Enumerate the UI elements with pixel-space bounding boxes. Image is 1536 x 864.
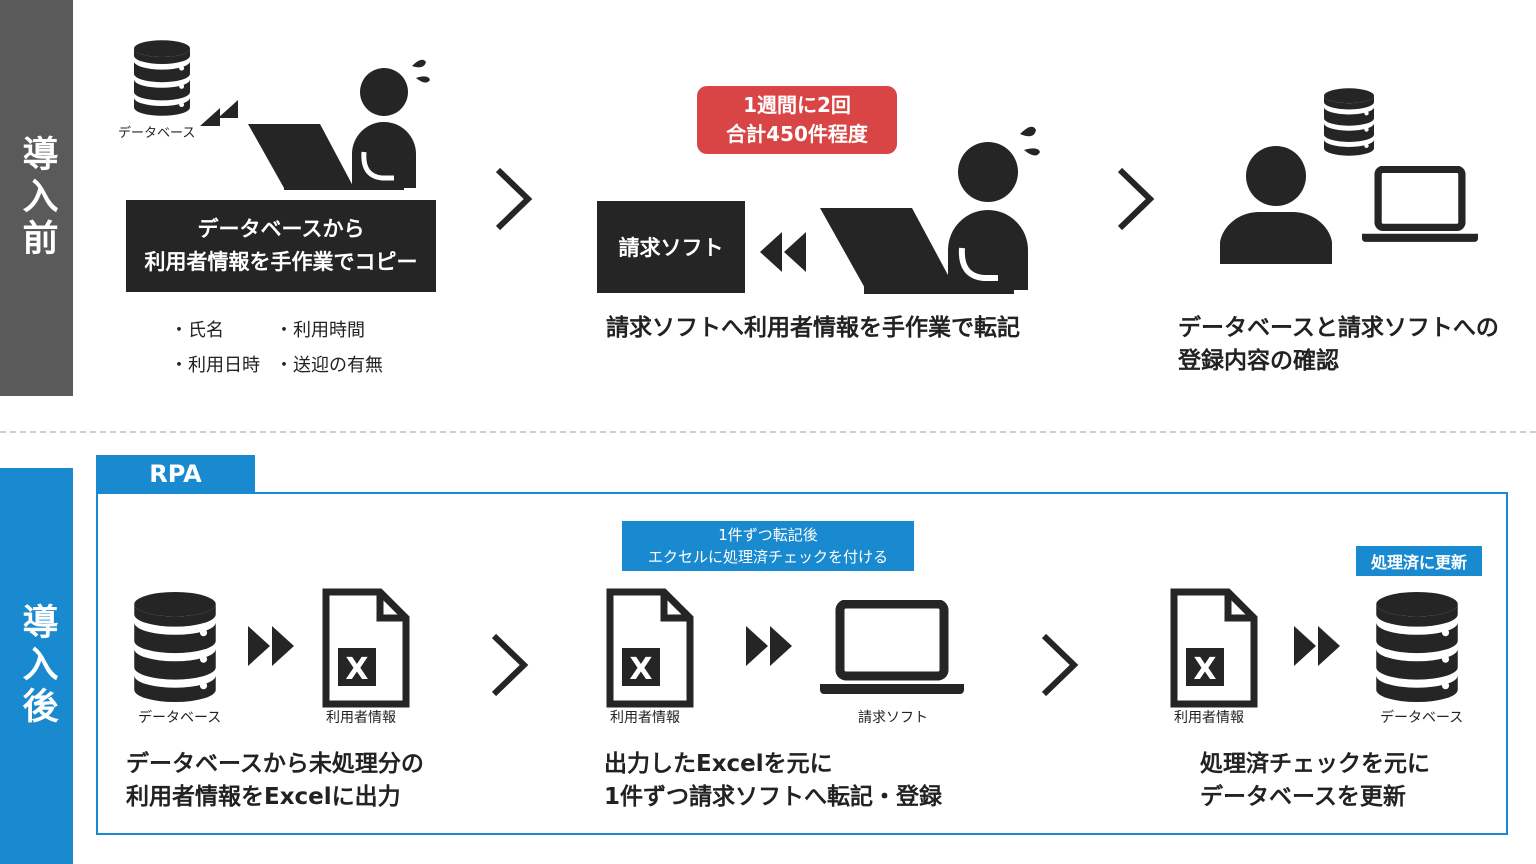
field-transport: ・送迎の有無	[275, 355, 383, 376]
transcribe-line1: 出力したExcelを元に	[604, 751, 833, 777]
chevron-right-icon-3	[491, 633, 529, 697]
export-caption: データベースから未処理分の 利用者情報をExcelに出力	[126, 748, 424, 814]
forward-arrow-icon-3	[1294, 626, 1340, 666]
check-mark-line1: 1件ずつ転記後	[718, 526, 818, 544]
forward-arrow-icon-2	[746, 626, 792, 666]
billing-software-box: 請求ソフト	[597, 201, 745, 293]
database-label-2: データベース	[138, 710, 222, 726]
verify-line1: データベースと請求ソフトへの	[1178, 315, 1499, 341]
manual-copy-line1: データベースから	[197, 217, 365, 241]
rewind-arrow-icon	[760, 232, 806, 272]
laptop-icon-2	[820, 600, 964, 694]
check-mark-line2: エクセルに処理済チェックを付ける	[647, 548, 888, 566]
update-caption: 処理済チェックを元に データベースを更新	[1200, 748, 1430, 814]
laptop-icon	[1362, 166, 1478, 242]
export-line2: 利用者情報をExcelに出力	[126, 784, 401, 810]
field-name: ・氏名	[170, 320, 224, 341]
stressed-worker-laptop-icon-2	[820, 126, 1040, 294]
section-divider	[0, 431, 1536, 433]
user-icon	[1220, 146, 1332, 264]
chevron-right-icon-2	[1117, 167, 1155, 231]
export-line1: データベースから未処理分の	[126, 751, 424, 777]
update-line1: 処理済チェックを元に	[1200, 751, 1430, 777]
chevron-right-icon	[495, 167, 533, 231]
manual-transcribe-caption: 請求ソフトへ利用者情報を手作業で転記	[606, 315, 1020, 341]
database-icon-3	[134, 592, 216, 702]
file-label-3: 利用者情報	[1174, 710, 1244, 726]
field-usage-date: ・利用日時	[170, 355, 260, 376]
frequency-badge: 1週間に2回 合計450件程度	[697, 86, 897, 154]
database-icon-4	[1376, 592, 1458, 702]
verify-caption: データベースと請求ソフトへの 登録内容の確認	[1178, 312, 1499, 378]
database-icon-2	[1324, 88, 1374, 156]
chevron-right-icon-4	[1041, 633, 1079, 697]
manual-copy-line2: 利用者情報を手作業でコピー	[144, 250, 418, 274]
rpa-tab: RPA	[96, 455, 255, 493]
excel-mark-2: X	[629, 652, 652, 687]
processed-update-label: 処理済に更新	[1370, 553, 1467, 572]
billing-software-label: 請求ソフト	[618, 236, 724, 260]
excel-file-icon-2: X	[606, 588, 694, 708]
transcribe-line2: 1件ずつ請求ソフトへ転記・登録	[604, 784, 943, 810]
transcribe-caption: 出力したExcelを元に 1件ずつ請求ソフトへ転記・登録	[604, 748, 942, 814]
check-mark-tag: 1件ずつ転記後 エクセルに処理済チェックを付ける	[622, 521, 914, 571]
rpa-frame	[96, 492, 1508, 835]
software-label: 請求ソフト	[858, 710, 928, 726]
field-usage-time: ・利用時間	[275, 320, 365, 341]
frequency-line1: 1週間に2回	[743, 93, 851, 117]
verify-line2: 登録内容の確認	[1178, 348, 1339, 374]
flow-arrow-icon	[200, 100, 238, 126]
before-side-label: 導入前	[0, 0, 73, 396]
excel-mark: X	[345, 652, 368, 687]
frequency-line2: 合計450件程度	[726, 122, 868, 146]
excel-file-icon: X	[322, 588, 410, 708]
database-label-3: データベース	[1380, 710, 1464, 726]
excel-file-icon-3: X	[1170, 588, 1258, 708]
rpa-tab-label: RPA	[149, 460, 202, 488]
forward-arrow-icon	[248, 626, 294, 666]
update-line2: データベースを更新	[1200, 784, 1406, 810]
processed-update-tag: 処理済に更新	[1356, 546, 1482, 576]
manual-copy-box: データベースから 利用者情報を手作業でコピー	[126, 200, 436, 292]
before-side-label-text: 導入前	[16, 135, 58, 261]
database-label: データベース	[118, 126, 196, 141]
excel-mark-3: X	[1193, 652, 1216, 687]
file-label: 利用者情報	[326, 710, 396, 726]
after-side-label-text: 導入後	[16, 603, 58, 729]
stressed-worker-laptop-icon	[248, 59, 430, 190]
after-side-label: 導入後	[0, 468, 73, 864]
database-icon	[134, 40, 190, 116]
file-label-2: 利用者情報	[610, 710, 680, 726]
